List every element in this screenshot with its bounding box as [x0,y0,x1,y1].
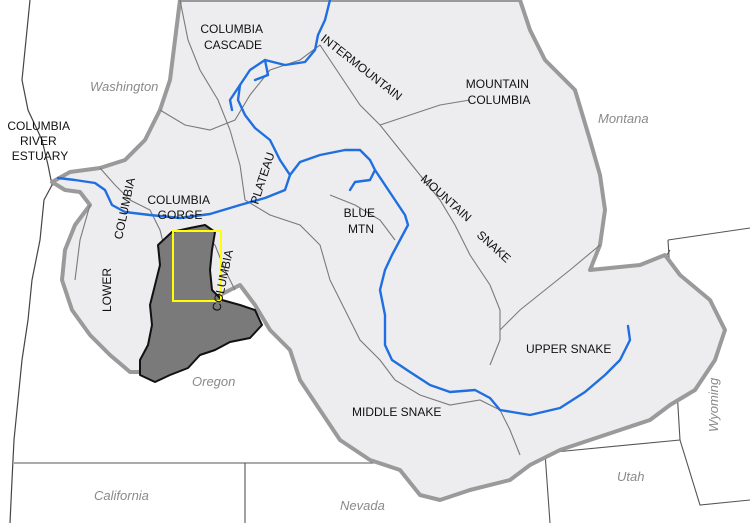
state-label-nevada: Nevada [340,498,385,513]
label-middle-snake: MIDDLE SNAKE [352,405,441,419]
label-columbia-cascade: COLUMBIA CASCADE [200,22,265,52]
state-label-wyoming: Wyoming [706,377,721,432]
label-blue-mtn: BLUE MTN [344,206,379,236]
state-label-montana: Montana [598,111,649,126]
label-mountain-columbia: MOUNTAIN COLUMBIA [466,77,532,107]
columbia-upper-branch [228,58,270,112]
state-label-washington: Washington [90,79,158,94]
snake-river [373,168,632,417]
pacific-coastline [9,0,53,523]
columbia-river [56,0,377,220]
nv-ut-border [544,452,551,523]
label-upper-snake: UPPER SNAKE [526,342,611,356]
columbia-basin [50,0,727,502]
label-lower-columbia-b: LOWER [100,268,114,312]
state-label-utah: Utah [617,469,644,484]
label-columbia-gorge: COLUMBIA GORGE [147,193,212,222]
highlighted-subbasin [139,224,263,383]
state-label-california: California [94,488,149,503]
label-estuary: COLUMBIA RIVER ESTUARY [7,119,72,163]
rivers [56,0,632,417]
selection-box[interactable] [172,230,222,302]
state-label-oregon: Oregon [192,374,235,389]
subbasin-boundaries [74,0,601,456]
